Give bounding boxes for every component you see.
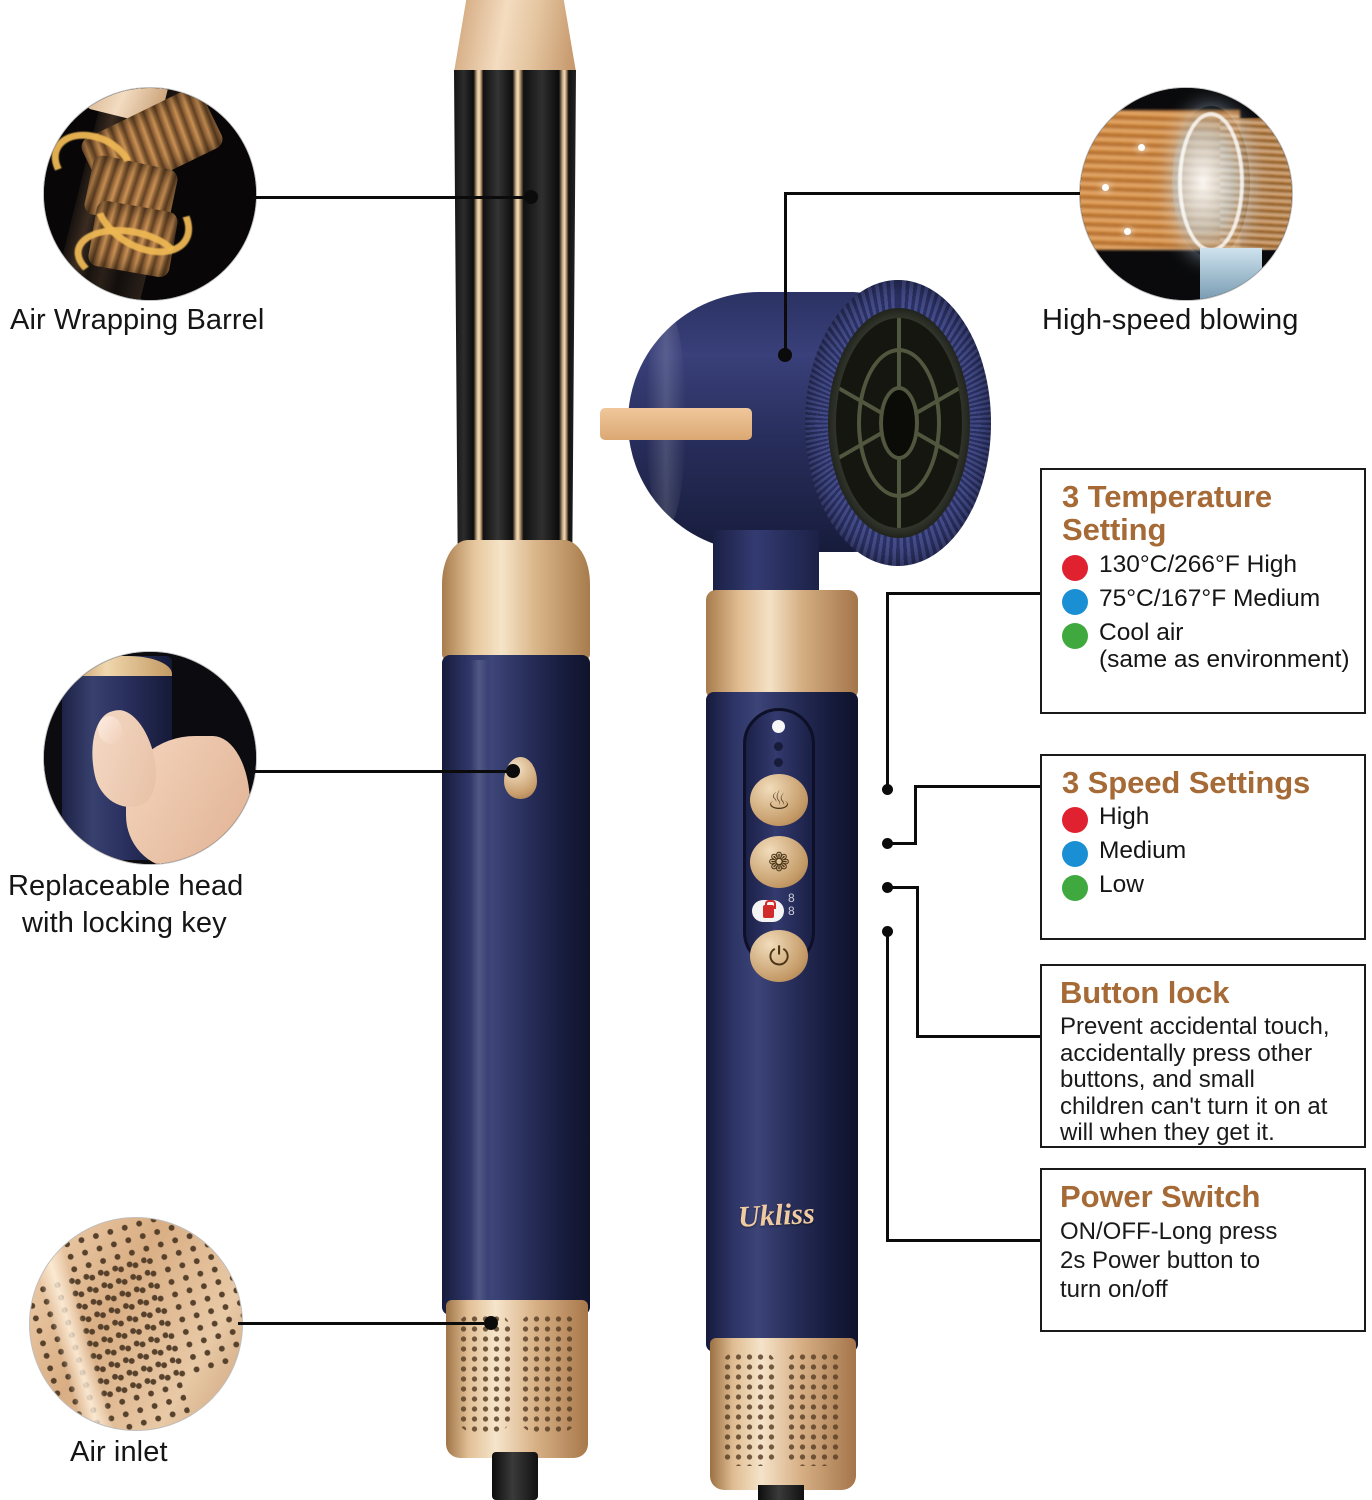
dryer-mesh-panel-right bbox=[786, 1352, 842, 1466]
indicator-led-bottom bbox=[774, 758, 783, 767]
callout-button-lock: Button lock Prevent accidental touch, ac… bbox=[1040, 964, 1366, 1148]
leader-line-replaceable-head bbox=[252, 770, 514, 773]
caption-high-speed-blowing: High-speed blowing bbox=[1042, 304, 1299, 336]
leader-dot-speed bbox=[882, 838, 893, 849]
leader-line-air-wrapping bbox=[252, 196, 460, 199]
speed-option-high: High bbox=[1062, 804, 1350, 834]
callout-power-switch-body: ON/OFF-Long press 2s Power button to tur… bbox=[1060, 1218, 1278, 1304]
leader-line-blowing-h bbox=[784, 192, 1080, 195]
leader-line-speed-v bbox=[914, 785, 917, 845]
wand-handle bbox=[442, 655, 590, 1315]
leader-line-temperature-h bbox=[886, 592, 1040, 595]
caption-replaceable-head-line1: Replaceable head bbox=[8, 870, 244, 902]
caption-air-wrapping-barrel: Air Wrapping Barrel bbox=[10, 304, 265, 336]
air-wrapping-barrel-photo bbox=[44, 88, 256, 300]
wand-barrel-tip bbox=[454, 0, 576, 72]
wand-barrel-body bbox=[454, 70, 576, 550]
dryer-gold-collar bbox=[706, 590, 858, 700]
leader-line-air-inlet bbox=[238, 1322, 492, 1325]
indicator-led-middle bbox=[774, 742, 783, 751]
callout-speed-title: 3 Speed Settings bbox=[1062, 765, 1311, 800]
swatch-red-icon bbox=[1062, 807, 1088, 834]
lock-icon bbox=[762, 899, 776, 918]
leader-line-lock-v bbox=[916, 886, 919, 1038]
leader-line-speed-h2 bbox=[914, 785, 1040, 788]
indicator-led-top bbox=[772, 720, 785, 733]
leader-dot-air-wrapping bbox=[524, 190, 538, 204]
caption-replaceable-head: Replaceable head with locking key bbox=[8, 868, 328, 942]
brand-logo: Ukliss bbox=[737, 1196, 816, 1234]
wand-gold-collar bbox=[442, 540, 590, 662]
dryer-mesh-panel-left bbox=[722, 1352, 776, 1466]
leader-line-power-v bbox=[886, 930, 889, 1242]
leader-dot-button-lock bbox=[882, 882, 893, 893]
wand-power-cord bbox=[492, 1452, 538, 1500]
air-inlet-photo bbox=[30, 1218, 242, 1430]
swatch-blue-icon bbox=[1062, 588, 1088, 615]
leader-line-speed-h1 bbox=[890, 842, 916, 845]
swatch-green-icon bbox=[1062, 622, 1088, 649]
callout-temperature-setting: 3 Temperature Setting 130°C/266°F High 7… bbox=[1040, 468, 1366, 714]
caption-air-inlet: Air inlet bbox=[70, 1436, 168, 1468]
caption-replaceable-head-line2: with locking key bbox=[22, 907, 227, 940]
wand-handle-sheen bbox=[470, 660, 488, 1305]
wand-locking-key-button[interactable] bbox=[504, 757, 537, 799]
high-speed-blowing-photo bbox=[1080, 88, 1292, 300]
leader-line-air-wrapping-2 bbox=[455, 196, 531, 199]
dryer-gold-accent-bar bbox=[600, 408, 752, 440]
leader-dot-replaceable-head bbox=[506, 764, 520, 778]
callout-power-switch-title: Power Switch bbox=[1060, 1179, 1261, 1214]
dryer-nozzle-grille bbox=[836, 318, 962, 528]
callout-button-lock-title: Button lock bbox=[1060, 975, 1230, 1010]
speed-option-medium: Medium bbox=[1062, 838, 1350, 868]
leader-line-lock-h1 bbox=[890, 886, 918, 889]
callout-button-lock-body: Prevent accidental touch, accidentally p… bbox=[1060, 1013, 1330, 1147]
leader-line-power-h bbox=[886, 1239, 1040, 1242]
power-button[interactable]: ⏻ bbox=[750, 930, 808, 982]
temperature-button[interactable]: ♨ bbox=[750, 774, 808, 826]
swatch-green-icon bbox=[1062, 875, 1088, 902]
button-lock-indicator[interactable] bbox=[752, 899, 784, 922]
callout-power-switch: Power Switch ON/OFF-Long press 2s Power … bbox=[1040, 1168, 1366, 1332]
swatch-blue-icon bbox=[1062, 841, 1088, 868]
wand-air-inlet bbox=[446, 1300, 588, 1458]
leader-line-temperature-v bbox=[886, 592, 889, 790]
wand-mesh-panel-left bbox=[458, 1314, 510, 1432]
leader-line-lock-h2 bbox=[916, 1035, 1040, 1038]
speed-option-low: Low bbox=[1062, 872, 1350, 902]
temperature-option-medium: 75°C/167°F Medium bbox=[1062, 585, 1350, 615]
callout-temperature-title: 3 Temperature Setting bbox=[1062, 479, 1273, 548]
leader-dot-blowing bbox=[778, 348, 792, 362]
dryer-power-cord-tail bbox=[758, 1485, 804, 1500]
callout-speed-settings: 3 Speed Settings High Medium Low bbox=[1040, 754, 1366, 940]
temperature-option-cool: Cool air (same as environment) bbox=[1062, 619, 1350, 674]
wand-mesh-panel-right bbox=[520, 1314, 576, 1432]
leader-dot-air-inlet bbox=[484, 1316, 498, 1330]
swatch-red-icon bbox=[1062, 554, 1088, 581]
replaceable-head-photo bbox=[44, 652, 256, 864]
temperature-option-high: 130°C/266°F High bbox=[1062, 551, 1350, 581]
dryer-air-inlet bbox=[710, 1338, 856, 1490]
fan-speed-button[interactable]: ❁ bbox=[750, 836, 808, 888]
leader-line-blowing-v bbox=[784, 192, 787, 360]
